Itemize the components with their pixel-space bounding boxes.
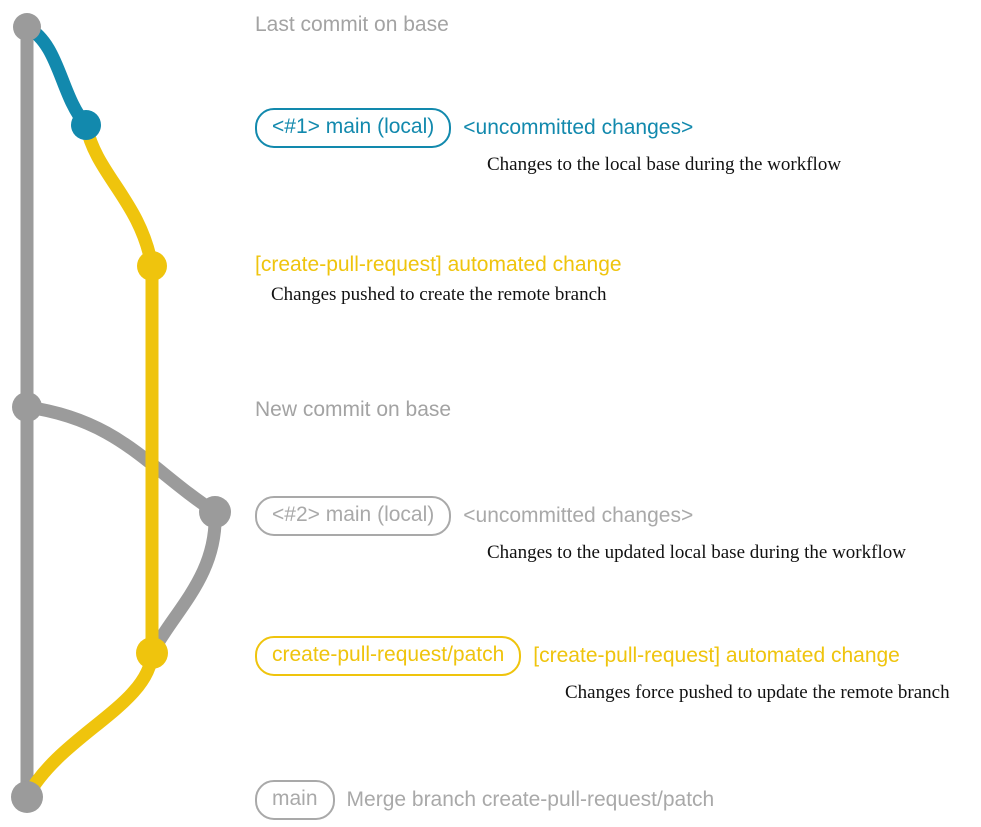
commit-graph: [11, 13, 231, 813]
row-local-uncommitted-2-headline: <#2> main (local) <uncommitted changes>: [255, 496, 906, 536]
node-local-commit-2[interactable]: [199, 496, 231, 528]
commit-subject-remote-1: [create-pull-request] automated change: [255, 253, 622, 276]
commit-note-remote-2: Changes force pushed to update the remot…: [565, 682, 950, 703]
branch-pill-remote-2[interactable]: create-pull-request/patch: [255, 636, 522, 676]
row-merge-commit: main Merge branch create-pull-request/pa…: [255, 780, 714, 820]
remote2-to-merge-line: [20, 646, 159, 804]
node-base-last-commit[interactable]: [13, 13, 41, 41]
row-new-commit-on-base: New commit on base: [255, 397, 451, 423]
commit-subject-local-2: <uncommitted changes>: [463, 504, 694, 527]
row-remote-automated-change-2: create-pull-request/patch [create-pull-r…: [255, 636, 950, 704]
local1-to-remote1-line: [79, 118, 159, 273]
last-commit-on-base-title: Last commit on base: [255, 13, 449, 36]
row-remote-automated-change-1: [create-pull-request] automated change C…: [255, 252, 622, 306]
row-local-uncommitted-1: <#1> main (local) <uncommitted changes> …: [255, 108, 841, 176]
node-base-merge-commit[interactable]: [11, 781, 43, 813]
row-remote-automated-change-1-inner: [create-pull-request] automated change C…: [255, 252, 622, 306]
node-remote-commit-1[interactable]: [137, 251, 167, 281]
branch-pill-local-1[interactable]: <#1> main (local): [255, 108, 452, 148]
row-local-uncommitted-1-inner: <#1> main (local) <uncommitted changes> …: [255, 108, 841, 176]
row-local-uncommitted-2-inner: <#2> main (local) <uncommitted changes> …: [255, 496, 906, 564]
commit-note-local-1: Changes to the local base during the wor…: [487, 154, 842, 175]
row-local-uncommitted-1-headline: <#1> main (local) <uncommitted changes>: [255, 108, 841, 148]
node-base-new-commit[interactable]: [12, 392, 42, 422]
row-merge-commit-headline: main Merge branch create-pull-request/pa…: [255, 780, 714, 820]
base-to-local1-line: [20, 20, 93, 132]
commit-subject-merge: Merge branch create-pull-request/patch: [346, 788, 715, 811]
base-to-local2-line: [20, 400, 222, 519]
commit-note-local-2: Changes to the updated local base during…: [487, 542, 906, 563]
branch-pill-local-2[interactable]: <#2> main (local): [255, 496, 452, 536]
local2-to-remote2-line: [145, 505, 222, 660]
row-remote-automated-change-1-headline: [create-pull-request] automated change: [255, 252, 622, 278]
commit-note-remote-1: Changes pushed to create the remote bran…: [271, 284, 607, 305]
row-last-commit-on-base: Last commit on base: [255, 12, 449, 38]
new-commit-on-base-title: New commit on base: [255, 398, 452, 421]
commit-subject-remote-2: [create-pull-request] automated change: [533, 644, 900, 667]
commit-subject-local-1: <uncommitted changes>: [463, 116, 694, 139]
row-remote-automated-change-2-inner: create-pull-request/patch [create-pull-r…: [255, 636, 950, 704]
row-local-uncommitted-2: <#2> main (local) <uncommitted changes> …: [255, 496, 906, 564]
node-local-commit-1[interactable]: [71, 110, 101, 140]
node-remote-commit-2[interactable]: [136, 637, 168, 669]
branch-pill-main[interactable]: main: [255, 780, 335, 820]
row-remote-automated-change-2-headline: create-pull-request/patch [create-pull-r…: [255, 636, 950, 676]
